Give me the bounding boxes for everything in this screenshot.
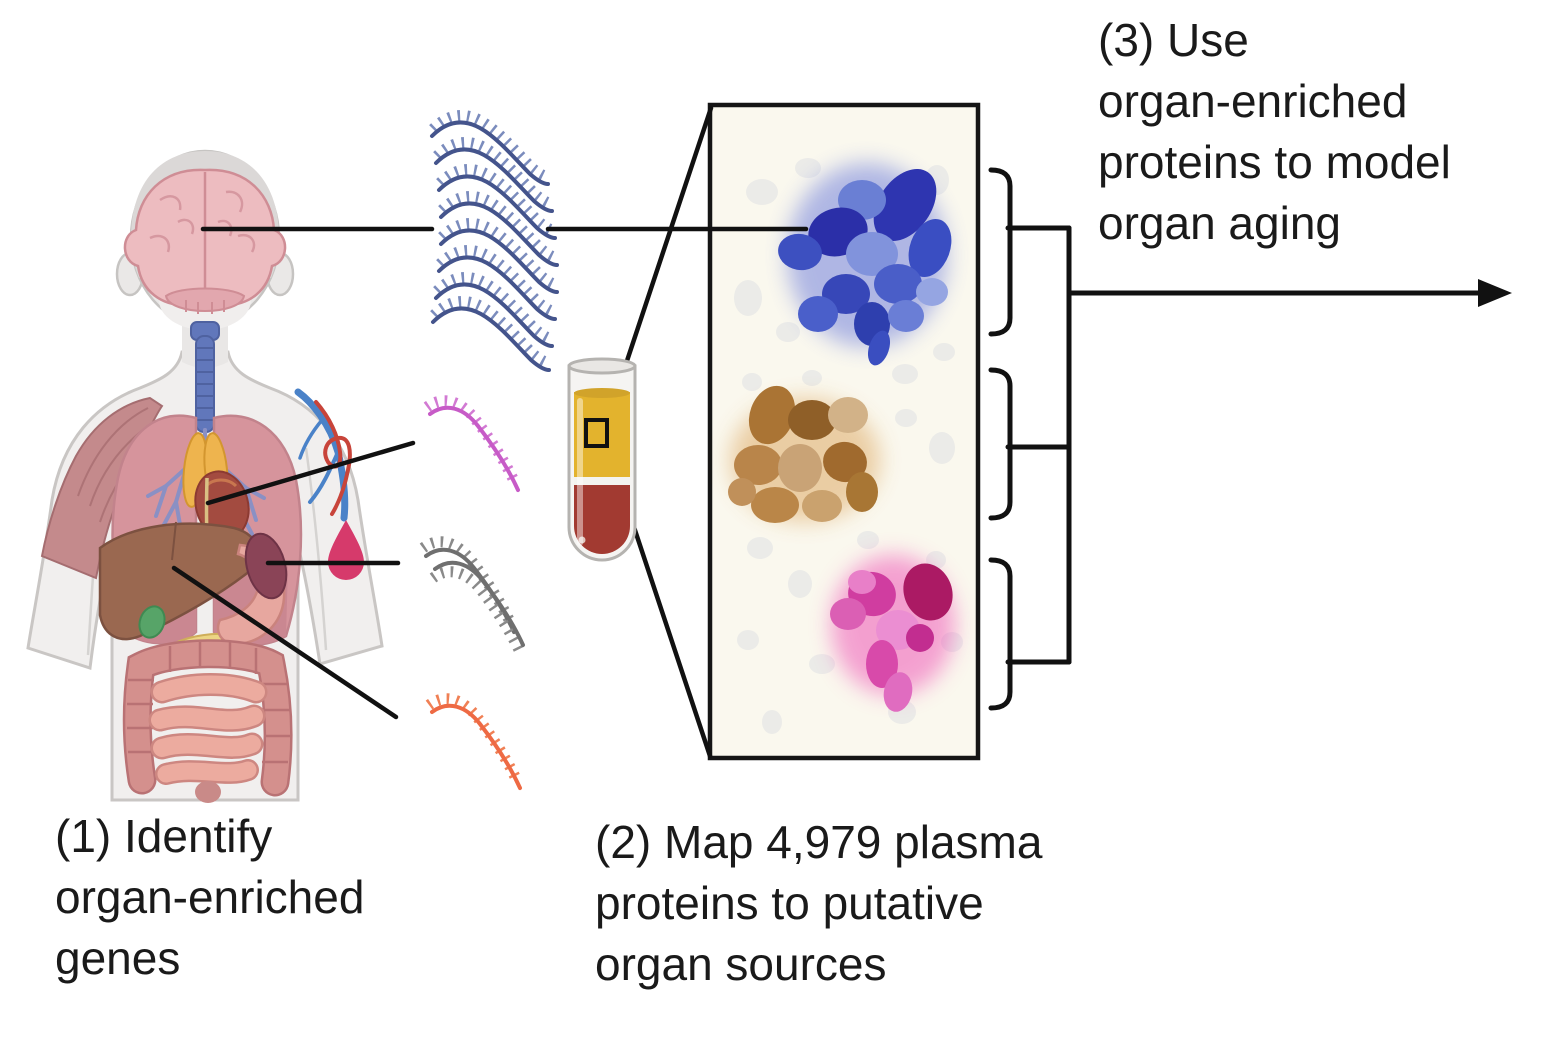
trachea-icon bbox=[190, 321, 220, 433]
callout-line-liver bbox=[171, 565, 399, 720]
gene-strand-gray-icon bbox=[423, 542, 523, 654]
gene-strand-orange-icon bbox=[429, 699, 520, 790]
protein-cluster-pink bbox=[830, 555, 955, 712]
plasma-protein-panel bbox=[707, 102, 981, 761]
blood-tube-icon bbox=[567, 357, 637, 562]
small-intestine-icon bbox=[148, 673, 268, 785]
tube-blood-layer bbox=[574, 485, 630, 554]
flow-arrow-icon bbox=[1069, 279, 1512, 307]
callout-line-heart bbox=[205, 440, 416, 506]
step-1-label: (1) Identify organ-enriched genes bbox=[55, 810, 365, 984]
step-2-label: (2) Map 4,979 plasma proteins to putativ… bbox=[595, 816, 1043, 990]
liver-icon bbox=[98, 521, 259, 641]
bracket-pink-cluster bbox=[988, 557, 1013, 711]
protein-cluster-blue bbox=[778, 163, 952, 366]
tube-plasma-layer bbox=[574, 392, 630, 477]
blood-vessels-icon bbox=[294, 388, 352, 522]
protein-cluster-brown bbox=[728, 385, 880, 523]
gene-strand-stack-blue-icon bbox=[432, 115, 558, 372]
gene-strand-magenta-icon bbox=[427, 401, 518, 492]
bracket-blue-cluster bbox=[988, 167, 1013, 337]
step-3-label: (3) Use organ-enriched proteins to model… bbox=[1098, 14, 1451, 249]
magnifier-box bbox=[584, 418, 609, 448]
grouping-brackets bbox=[988, 167, 1072, 711]
intestines-icon bbox=[122, 639, 293, 803]
human-body-icon bbox=[26, 149, 384, 803]
bracket-brown-cluster bbox=[988, 367, 1013, 521]
gallbladder-icon bbox=[138, 605, 166, 639]
tube-buffy-layer bbox=[574, 477, 630, 485]
